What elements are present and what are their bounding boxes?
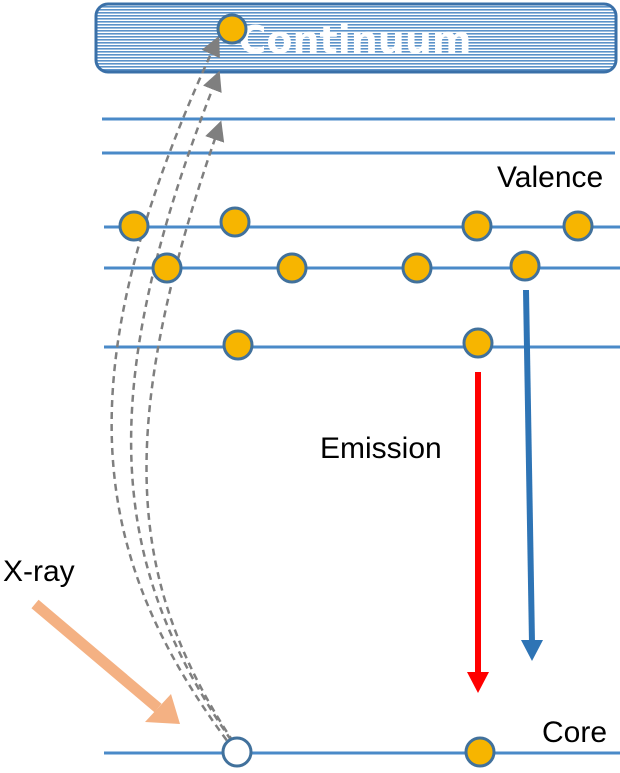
xray-label: X-ray xyxy=(3,555,75,588)
continuum-label: Continuum xyxy=(239,18,472,62)
core-label: Core xyxy=(542,716,607,749)
electrons xyxy=(118,13,594,768)
electron xyxy=(462,327,494,359)
emission-arrow-red xyxy=(467,372,489,693)
electron xyxy=(118,210,150,242)
core-hole xyxy=(221,736,253,768)
electron xyxy=(461,210,493,242)
electron xyxy=(276,252,308,284)
electron xyxy=(222,329,254,361)
electron xyxy=(151,252,183,284)
emission-arrow-blue xyxy=(521,289,543,661)
emission-label: Emission xyxy=(320,432,442,465)
electron xyxy=(562,210,594,242)
electron xyxy=(401,252,433,284)
valence-label: Valence xyxy=(497,161,603,194)
electron xyxy=(219,206,251,238)
core-electron xyxy=(464,736,496,768)
continuum-band: Continuum xyxy=(94,2,618,74)
electron xyxy=(509,250,541,282)
ejection-paths xyxy=(110,35,242,753)
ejection-path xyxy=(110,35,235,751)
valence-levels xyxy=(102,117,620,349)
xray-arrow xyxy=(31,599,180,724)
continuum-electron xyxy=(216,13,248,45)
ejection-path xyxy=(129,70,240,751)
